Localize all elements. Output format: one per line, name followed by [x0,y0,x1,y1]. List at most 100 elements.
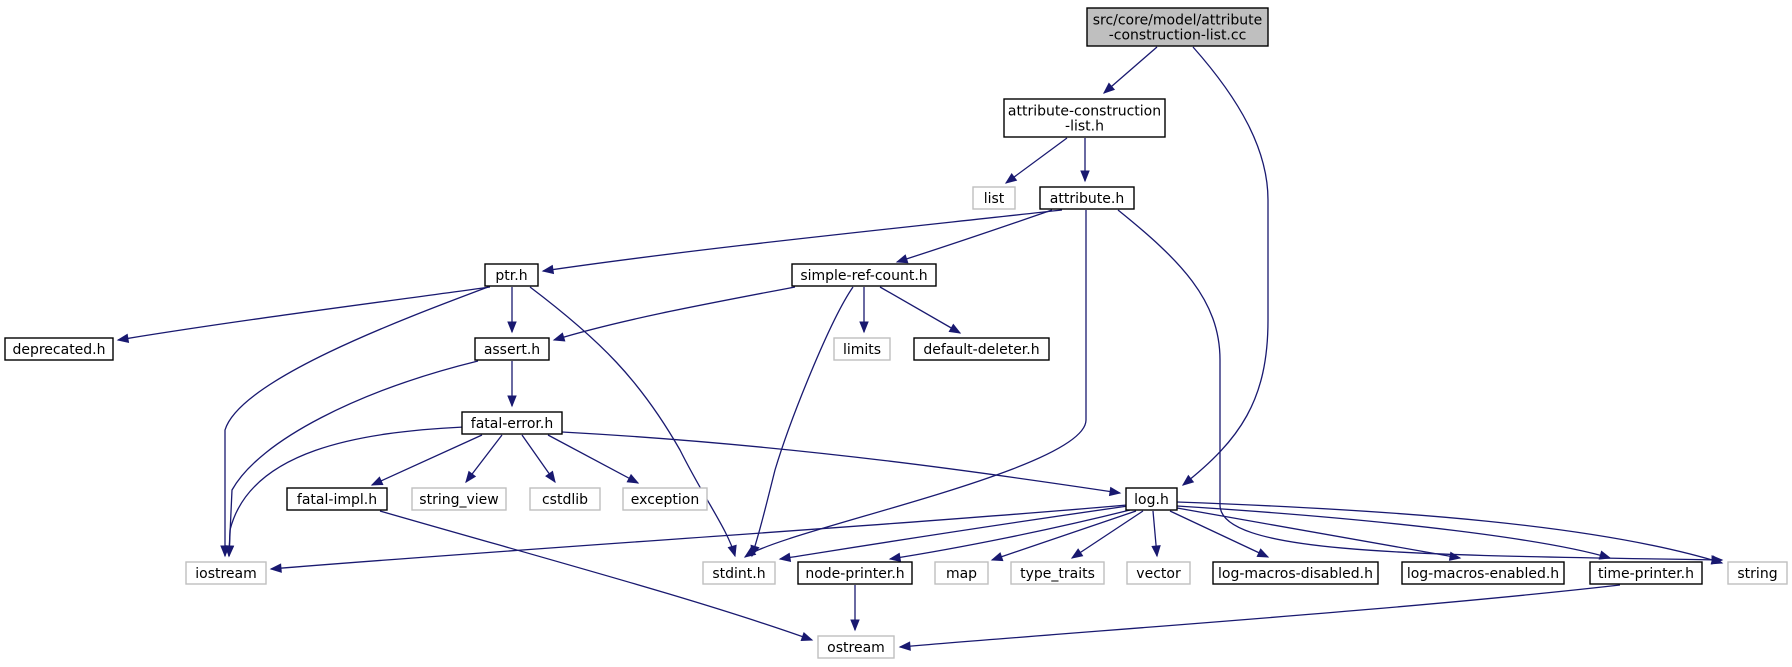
node-box [1086,7,1269,47]
edge-attribute_h-to-srcount_h [895,209,1053,264]
edge-line [270,504,1128,570]
edges-layer [116,46,1724,651]
node-root[interactable]: src/core/model/attribute-construction-li… [1086,7,1269,47]
node-exception: exception [622,487,708,511]
edge-log_h-to-log_macros_disabled_h [1169,510,1270,558]
node-fatal-error-h[interactable]: fatal-error.h [461,411,563,435]
edge-line [991,510,1137,561]
node-box [972,186,1016,210]
node-log-macros-disabled-h[interactable]: log-macros-disabled.h [1212,561,1379,585]
node-box [622,487,708,511]
edge-arrowhead [948,323,962,334]
edge-line [1169,510,1269,558]
node-box [529,487,601,511]
node-box [702,561,776,585]
edge-line [371,434,483,486]
node-label: ptr.h [495,268,527,284]
edge-fatal_error_h-to-cstdlib [521,434,556,484]
node-label: exception [631,492,699,508]
edge-arrowhead [1448,551,1462,561]
edge-arrowhead [465,470,477,484]
edge-line [1005,137,1068,184]
node-label: ostream [827,640,885,656]
edge-arrowhead [895,254,909,264]
node-label: log.h [1134,492,1169,508]
edge-line [879,286,961,334]
edge-arrowhead [1102,82,1116,94]
node-label: vector [1136,566,1181,582]
edge-line [779,505,1129,560]
edge-arrowhead [850,619,860,632]
edge-fatal_impl_h-to-ostream [379,510,814,641]
edge-arrowhead [116,333,130,343]
node-box [286,487,388,511]
node-assert-h[interactable]: assert.h [474,337,550,361]
node-label: fatal-impl.h [297,492,377,508]
edge-arrowhead [990,552,1004,562]
edge-line [744,210,1087,558]
edge-arrowhead [1151,545,1161,558]
node-deprecated-h[interactable]: deprecated.h [4,337,114,361]
node-box [791,263,937,287]
edge-arrowhead [727,544,737,558]
node-box [1039,186,1135,210]
edge-line [1103,46,1158,94]
edge-srcount_h-to-stdint_h [750,286,854,558]
node-box [1010,561,1105,585]
node-box [411,487,507,511]
edge-line [899,584,1621,648]
node-label: deprecated.h [12,342,105,358]
edge-log_h-to-stdint_h [778,505,1129,563]
edge-arrowhead [507,321,517,334]
edge-line [117,286,491,341]
edge-ptr_h-to-deprecated_h [116,286,491,343]
node-box [1125,487,1178,511]
node-time-printer-h[interactable]: time-printer.h [1589,561,1703,585]
node-log-h[interactable]: log.h [1125,487,1178,511]
edge-srcount_h-to-assert_h [552,286,796,342]
edge-arrowhead [1181,474,1195,486]
edge-log_h-to-type_traits [1070,510,1144,559]
node-label: default-deleter.h [923,342,1039,358]
edge-node_printer_h-to-ostream [850,585,860,632]
node-ptr-h[interactable]: ptr.h [484,263,539,287]
edge-arrowhead [778,552,792,563]
node-label: iostream [195,566,257,582]
edge-srcount_h-to-limits [859,287,869,334]
node-box [817,635,895,659]
edge-arrowhead [1598,550,1612,560]
edge-line [547,434,639,484]
edge-line [379,510,813,641]
node-srcount-h[interactable]: simple-ref-count.h [791,263,937,287]
node-label: list [984,191,1005,207]
edge-arrowhead [888,552,902,563]
edge-line [529,286,736,557]
node-box [1589,561,1703,585]
node-node-printer-h[interactable]: node-printer.h [797,561,913,585]
edge-arrowhead [545,470,556,484]
node-box [474,337,550,361]
edge-arrowhead [541,264,555,275]
node-iostream: iostream [185,561,267,585]
node-box [4,337,114,361]
node-label: cstdlib [542,492,588,508]
edge-line [224,286,489,556]
node-attribute-h[interactable]: attribute.h [1039,186,1135,210]
node-box [1126,561,1191,585]
edge-arrowhead [1108,486,1122,497]
edge-line [228,426,465,557]
node-default-deleter-h[interactable]: default-deleter.h [913,337,1050,361]
edge-log_h-to-node_printer_h [888,509,1131,563]
edge-arrowhead [898,641,911,651]
edge-fatal_error_h-to-exception [547,434,640,484]
node-label: time-printer.h [1598,566,1694,582]
node-label: simple-ref-count.h [800,268,927,284]
edge-acl_h-to-attribute_h [1080,138,1090,183]
node-acl-h[interactable]: attribute-construction-list.h [1003,98,1166,138]
node-log-macros-enabled-h[interactable]: log-macros-enabled.h [1401,561,1565,585]
node-fatal-impl-h[interactable]: fatal-impl.h [286,487,388,511]
node-label: assert.h [484,342,540,358]
edge-arrowhead [507,395,517,408]
edge-time_printer_h-to-ostream [898,584,1621,651]
